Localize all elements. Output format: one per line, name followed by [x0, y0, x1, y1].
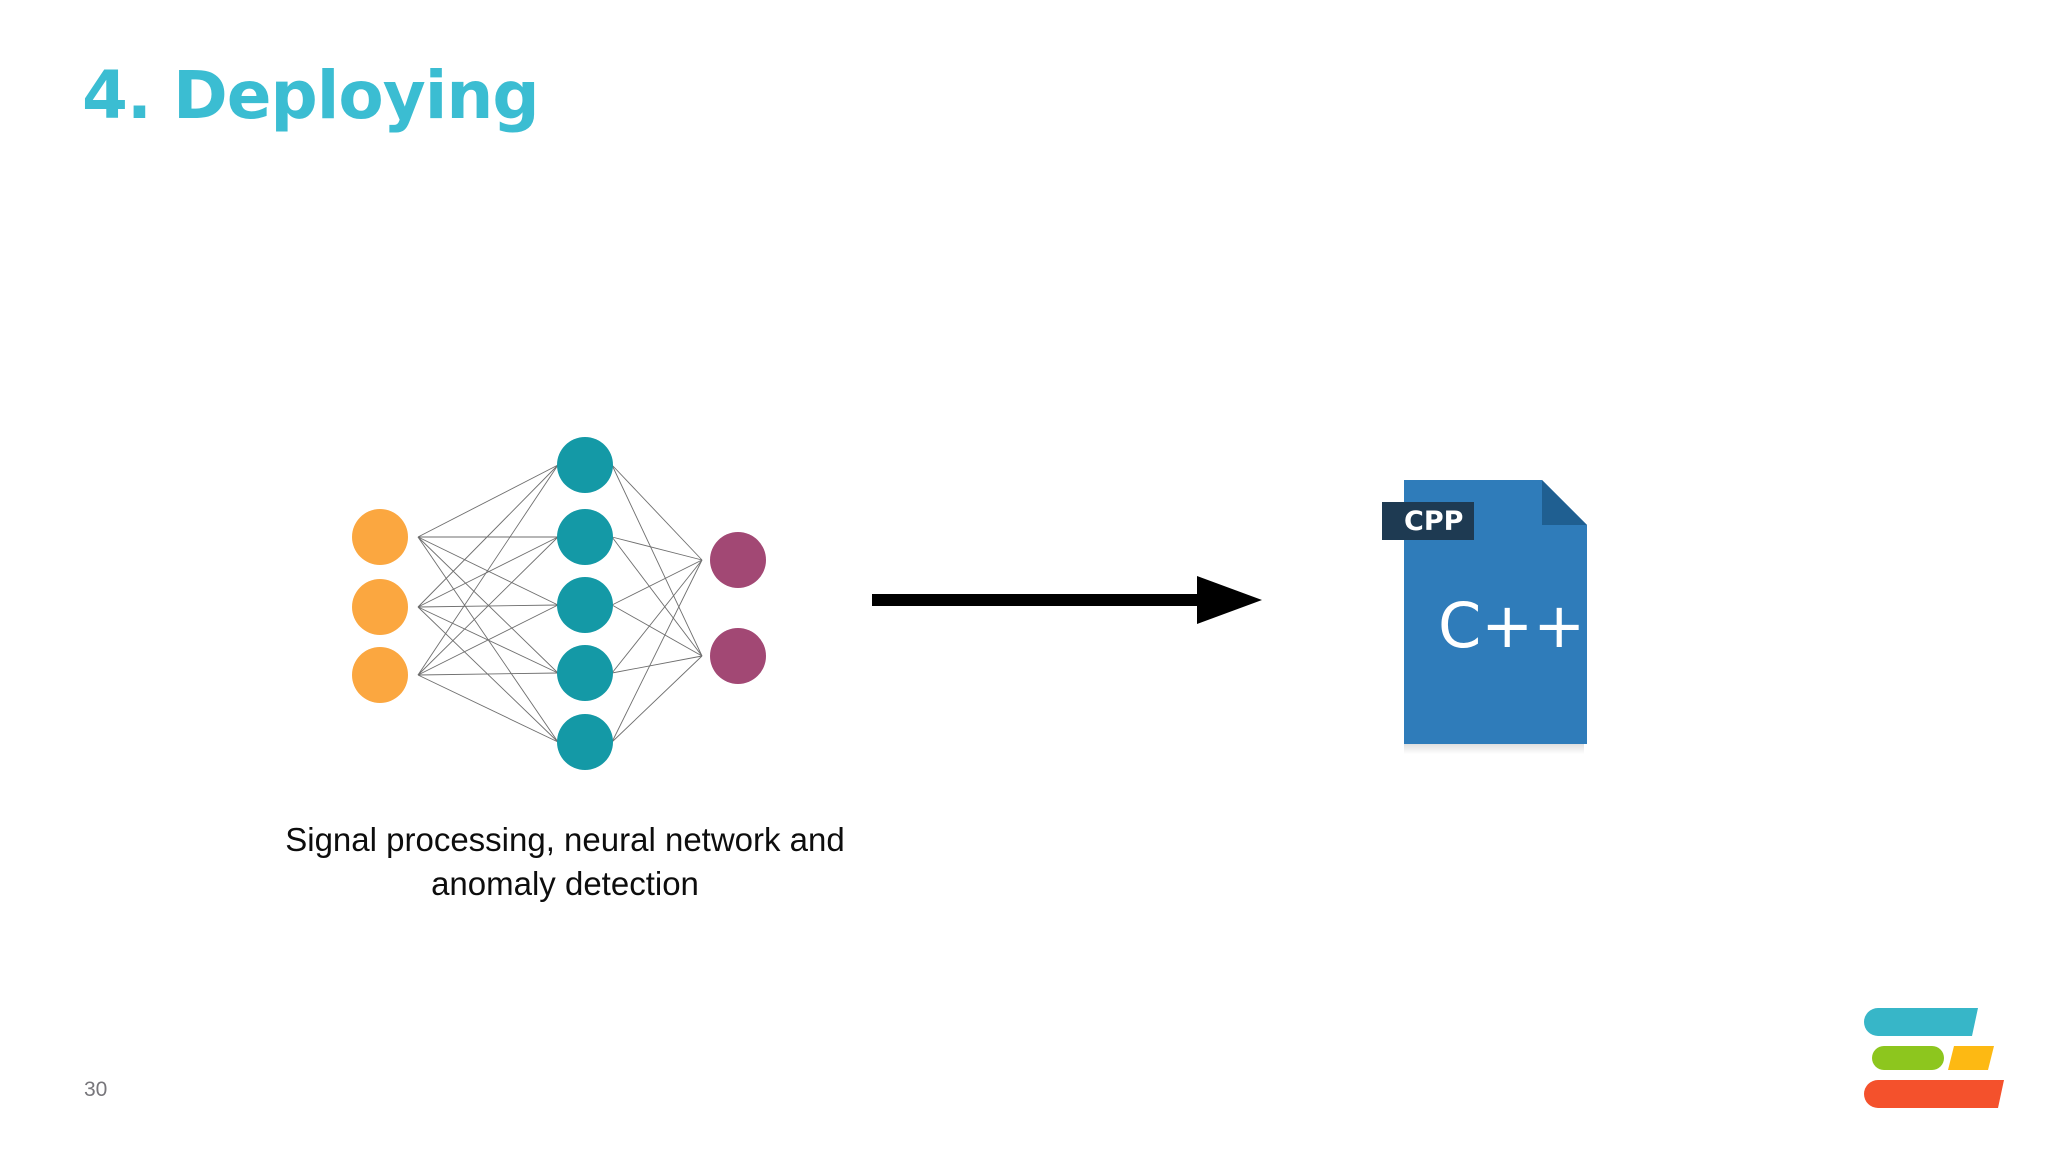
hidden-node	[557, 645, 613, 701]
output-node	[710, 628, 766, 684]
cpp-badge-label: CPP	[1404, 506, 1463, 537]
caption-line-2: anomaly detection	[431, 864, 699, 902]
neural-network-diagram	[330, 420, 800, 770]
caption-line-1: Signal processing, neural network and	[285, 821, 845, 858]
hidden-node	[557, 714, 613, 770]
right-arrow-icon	[872, 576, 1262, 624]
input-node	[352, 509, 408, 565]
hidden-node	[557, 577, 613, 633]
file-page	[1404, 480, 1587, 744]
input-node	[352, 647, 408, 703]
hidden-layer-nodes	[557, 437, 613, 770]
diagram-caption: Signal processing, neural network and an…	[245, 818, 885, 905]
neural-network-svg	[352, 437, 766, 770]
input-layer-nodes	[352, 509, 408, 703]
network-edges-output	[611, 464, 703, 743]
output-node	[710, 532, 766, 588]
brand-logo	[1858, 1008, 2008, 1108]
output-layer-nodes	[710, 532, 766, 684]
flow-arrow	[872, 572, 1262, 628]
page-title: 4. Deploying	[82, 57, 540, 134]
page-number: 30	[84, 1078, 108, 1101]
file-shadow	[1404, 742, 1584, 754]
logo-bar-cyan	[1864, 1008, 1978, 1036]
logo-bar-orange	[1864, 1080, 2004, 1108]
input-node	[352, 579, 408, 635]
logo-bar-yellow	[1948, 1046, 1994, 1070]
logo-bar-green	[1872, 1046, 1944, 1070]
cpp-badge	[1382, 502, 1474, 540]
cpp-file-label: C++	[1438, 589, 1585, 662]
cpp-file-icon: CPP C++	[1382, 472, 1612, 762]
file-fold-corner	[1542, 480, 1587, 525]
brand-logo-svg	[1864, 1008, 2004, 1108]
network-edges-input	[417, 464, 559, 743]
cpp-file-svg: CPP C++	[1382, 480, 1587, 754]
hidden-node	[557, 437, 613, 493]
hidden-node	[557, 509, 613, 565]
